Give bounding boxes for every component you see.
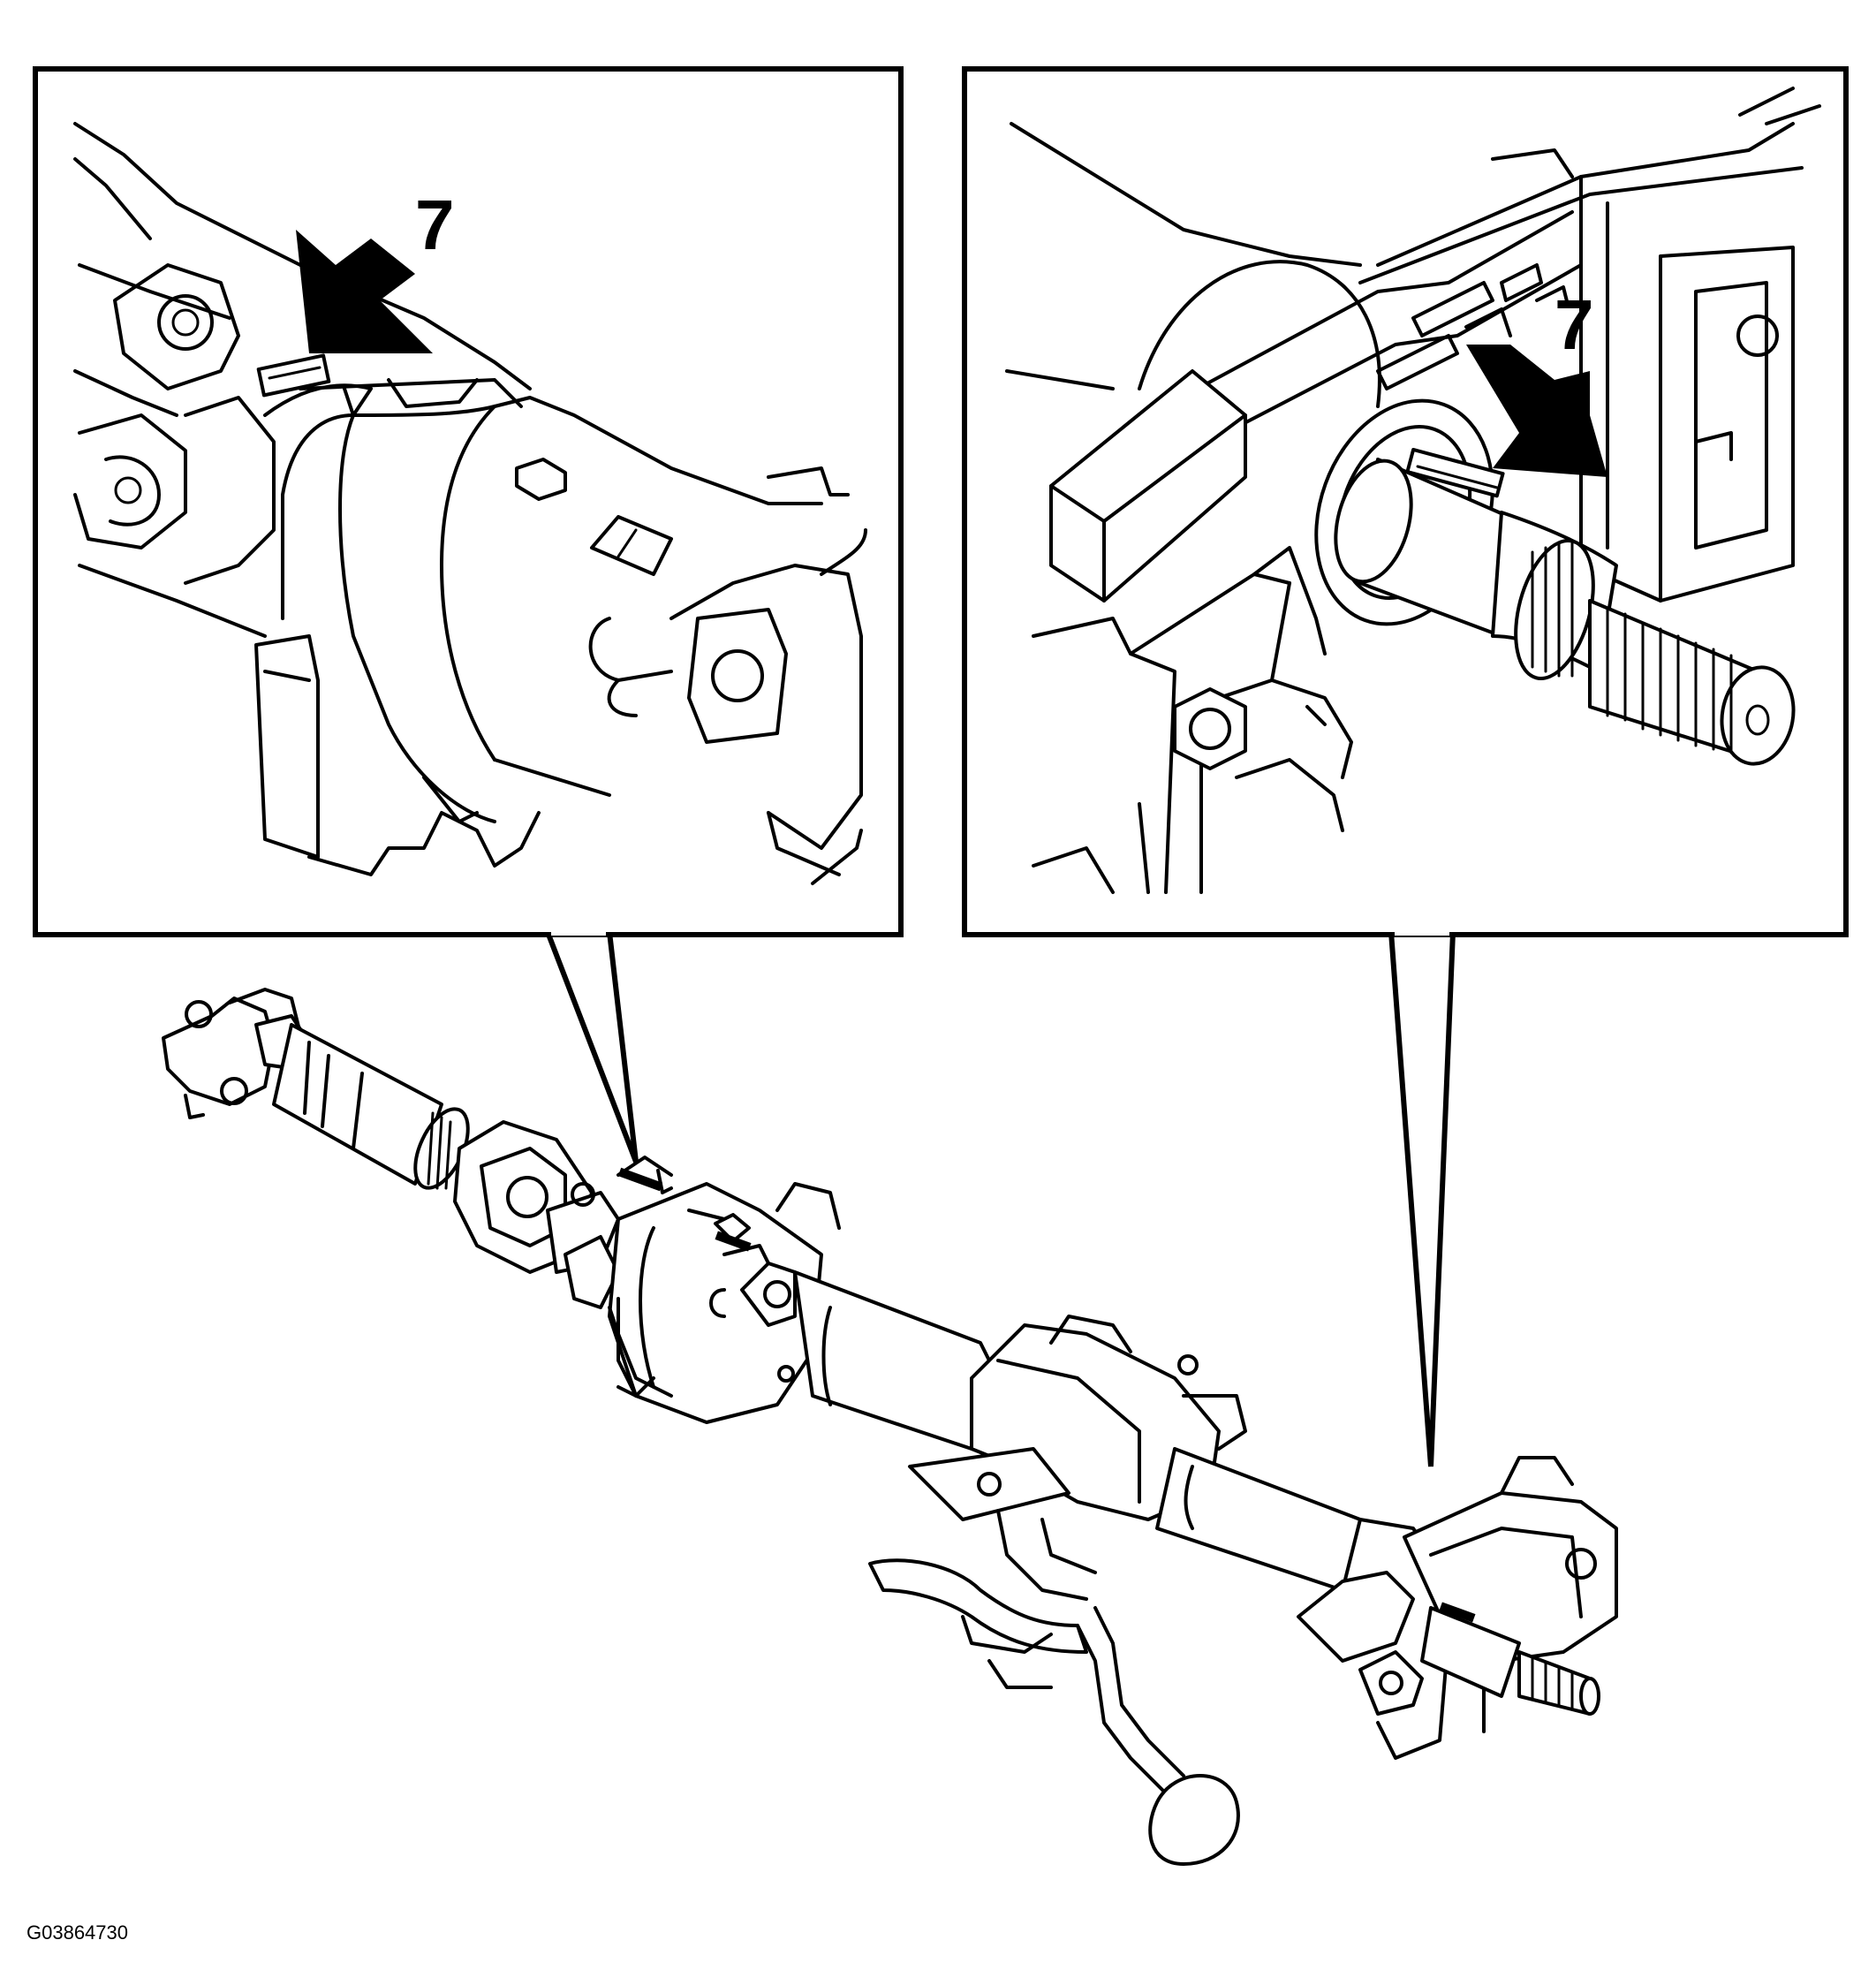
figure-id: G03864730 (26, 1921, 128, 1944)
left-alignment-mark (256, 353, 331, 398)
left-inset-pointer (543, 929, 639, 1163)
left-inset-drawing (73, 122, 867, 885)
left-callout-label: 7 (415, 186, 455, 264)
right-callout-label: 7 (1555, 285, 1594, 364)
right-alignment-mark (1405, 447, 1505, 498)
right-arrow-icon (1466, 345, 1607, 477)
left-arrow-icon (296, 230, 433, 353)
right-inset-pointer (1388, 929, 1456, 1467)
right-inset-drawing (1005, 87, 1821, 894)
left-inset: 7 (33, 66, 904, 1163)
steering-column-assembly (162, 988, 1618, 1866)
left-inset-frame (33, 66, 904, 937)
right-inset: 7 (962, 66, 1849, 1467)
